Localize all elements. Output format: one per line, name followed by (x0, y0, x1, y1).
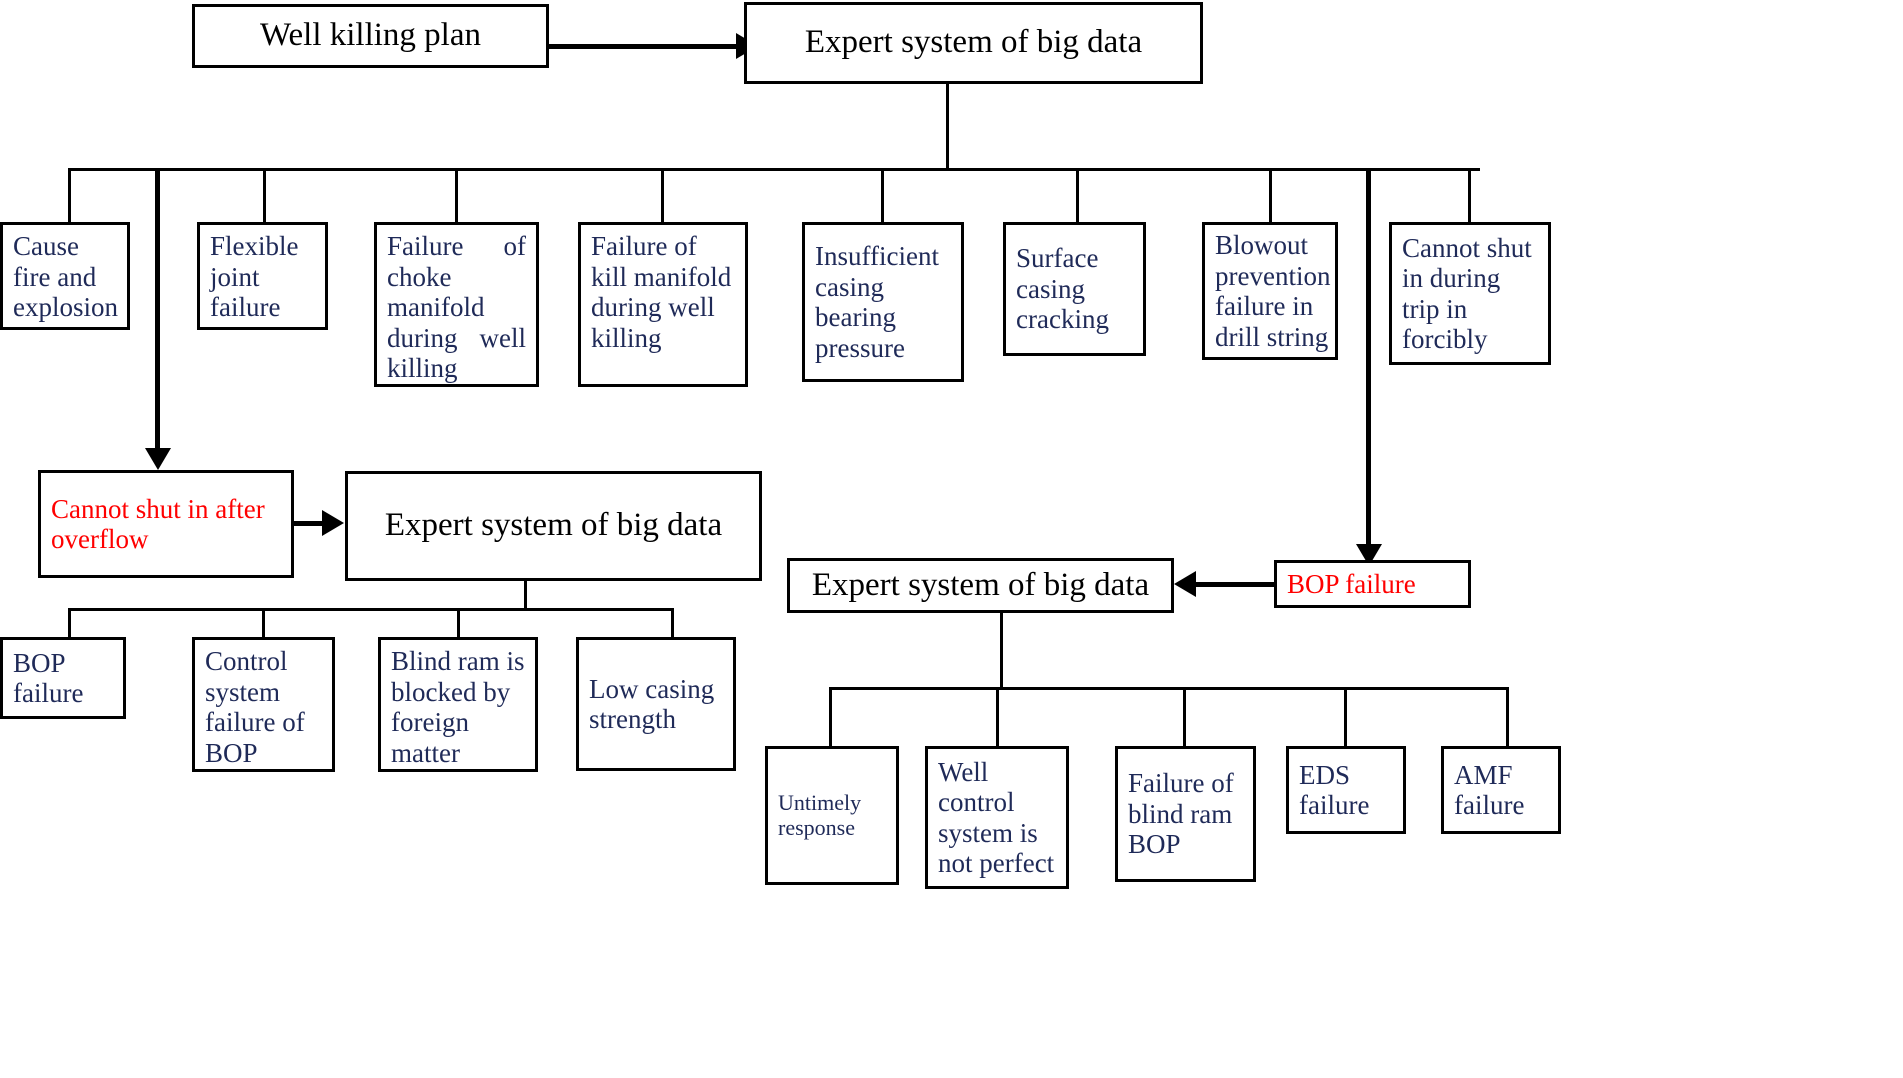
node-failure-of-blind-ram-bop[interactable]: Failure of blind ram BOP (1115, 746, 1256, 882)
node-expert-system-mid[interactable]: Expert system of big data (345, 471, 762, 581)
node-label: BOP failure (13, 647, 84, 709)
connector-mid-drop-4 (671, 608, 674, 638)
connector-mid-drop-2 (262, 608, 265, 638)
connector-drop-8 (1468, 168, 1471, 222)
connector-bottom-drop-1 (829, 687, 832, 747)
node-label: Cause fire and explosion (13, 231, 118, 322)
node-cannot-shut-in-after-overflow[interactable]: Cannot shut in after overflow (38, 470, 294, 578)
arrowhead-bop-to-expert-bottom (1174, 571, 1196, 597)
node-label: Expert system of big data (804, 24, 1143, 61)
node-label: Cannot shut in after overflow (51, 493, 265, 555)
connector-expert-mid-stem (524, 581, 527, 610)
connector-drop-4 (661, 168, 664, 222)
node-label: Control system failure of BOP (205, 646, 305, 768)
node-label: Low casing strength (589, 673, 715, 735)
node-failure-of-choke-manifold[interactable]: Failure of choke manifold during well ki… (374, 222, 539, 387)
node-cannot-shut-in-during-trip-in[interactable]: Cannot shut in during trip in forcibly (1389, 222, 1551, 365)
connector-drop-2 (263, 168, 266, 222)
connector-bottom-drop-5 (1506, 687, 1509, 747)
node-blowout-prevention-failure[interactable]: Blowout prevention failure in drill stri… (1202, 222, 1338, 360)
arrowhead-overflow-to-expert-mid (322, 510, 344, 536)
node-label: BOP failure (1287, 568, 1416, 599)
connector-drop-1 (68, 168, 71, 222)
node-failure-of-kill-manifold[interactable]: Failure of kill manifold during well kil… (578, 222, 748, 387)
node-label: Well control system is not perfect (938, 756, 1055, 879)
node-bop-failure-child[interactable]: BOP failure (0, 637, 126, 719)
node-label: Flexible joint failure (210, 231, 299, 322)
node-label: Failure of kill manifold during well kil… (591, 231, 732, 353)
node-well-control-system-not-perfect[interactable]: Well control system is not perfect (925, 746, 1069, 889)
connector-expert-bottom-stem (1000, 613, 1003, 689)
connector-mid-drop-3 (457, 608, 460, 638)
node-label: Blind ram is blocked by foreign matter (391, 646, 525, 768)
connector-to-cannot-shut-in (155, 168, 160, 450)
arrowhead-to-cannot-shut-in (145, 448, 171, 470)
node-bop-failure[interactable]: BOP failure (1274, 560, 1471, 608)
node-label: Expert system of big data (384, 507, 723, 544)
connector-bottom-drop-2 (996, 687, 999, 747)
connector-bottom-bus (829, 687, 1509, 690)
node-expert-system-bottom[interactable]: Expert system of big data (787, 558, 1174, 613)
connector-mid-drop-1 (68, 608, 71, 638)
node-control-system-failure-of-bop[interactable]: Control system failure of BOP (192, 637, 335, 772)
connector-bop-to-expert-bottom (1196, 582, 1274, 587)
connector-top-bus (68, 168, 1480, 171)
connector-mid-bus (68, 608, 673, 611)
connector-drop-5 (881, 168, 884, 222)
node-surface-casing-cracking[interactable]: Surface casing cracking (1003, 222, 1146, 356)
node-flexible-joint-failure[interactable]: Flexible joint failure (197, 222, 328, 330)
connector-drop-7 (1269, 168, 1272, 222)
connector-expert-top-stem (946, 84, 949, 170)
node-blind-ram-blocked[interactable]: Blind ram is blocked by foreign matter (378, 637, 538, 772)
connector-drop-6 (1076, 168, 1079, 222)
node-well-killing-plan[interactable]: Well killing plan (192, 4, 549, 68)
node-amf-failure[interactable]: AMF failure (1441, 746, 1561, 834)
node-label: Untimely response (778, 789, 862, 840)
node-label: Failure of choke manifold during well ki… (387, 231, 526, 383)
node-expert-system-top[interactable]: Expert system of big data (744, 2, 1203, 84)
node-label: Cannot shut in during trip in forcibly (1402, 232, 1532, 355)
connector-bottom-drop-3 (1183, 687, 1186, 747)
node-label: AMF failure (1454, 759, 1525, 821)
node-low-casing-strength[interactable]: Low casing strength (576, 637, 736, 771)
node-label: Well killing plan (260, 17, 481, 54)
node-label: Insufficient casing bearing pressure (815, 241, 939, 363)
connector-to-bop-failure (1366, 168, 1371, 546)
connector-bottom-drop-4 (1344, 687, 1347, 747)
node-insufficient-casing-bearing-pressure[interactable]: Insufficient casing bearing pressure (802, 222, 964, 382)
connector-drop-3 (455, 168, 458, 222)
connector-overflow-to-expert-mid (294, 521, 322, 526)
connector-plan-to-expert (549, 44, 736, 49)
node-untimely-response[interactable]: Untimely response (765, 746, 899, 885)
node-label: Surface casing cracking (1016, 243, 1109, 335)
node-label: EDS failure (1299, 759, 1370, 821)
node-label: Expert system of big data (811, 566, 1150, 603)
node-label: Blowout prevention failure in drill stri… (1215, 230, 1331, 352)
node-label: Failure of blind ram BOP (1128, 768, 1234, 860)
node-cause-fire-and-explosion[interactable]: Cause fire and explosion (0, 222, 130, 330)
node-eds-failure[interactable]: EDS failure (1286, 746, 1406, 834)
